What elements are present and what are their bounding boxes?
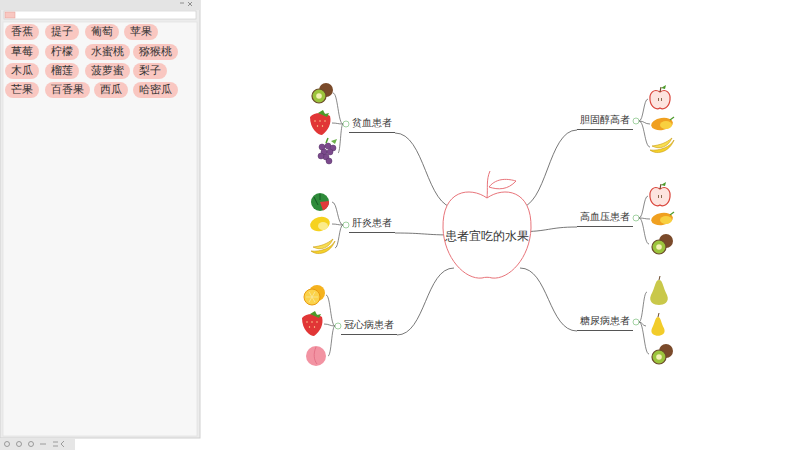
node-text: 草莓 <box>11 44 33 60</box>
branch-topic: 贫血患者 <box>349 111 395 133</box>
pear-icon <box>651 313 664 336</box>
pear-icon <box>650 276 668 305</box>
fruit-tag: 哈密瓜 <box>133 82 178 98</box>
node-text: 苹果 <box>130 24 152 40</box>
node-text: 西瓜 <box>100 82 122 98</box>
fruit-tag: 梨子 <box>133 63 167 79</box>
fruit-tag: 香蕉 <box>5 24 39 40</box>
node-text: 梨子 <box>139 63 161 79</box>
apple-icon <box>650 182 670 206</box>
node-text: 香蕉 <box>11 24 33 40</box>
branch-topic: 糖尿病患者 <box>577 309 633 331</box>
lemon-icon <box>309 215 332 234</box>
panel-titlebar <box>0 0 200 10</box>
kiwi-icon <box>652 344 673 364</box>
node-text: 水蜜桃 <box>91 44 124 60</box>
fruit-tag: 菠萝蜜 <box>85 63 130 79</box>
fruit-tag: 猕猴桃 <box>133 44 178 60</box>
fruit-tag: 水蜜桃 <box>85 44 130 60</box>
collapse-marker <box>633 215 639 221</box>
watermelon-icon <box>311 193 329 211</box>
branch-topic: 肝炎患者 <box>349 211 395 233</box>
kiwi-icon <box>652 234 673 254</box>
node-text: 芒果 <box>11 82 33 98</box>
grapes-icon <box>318 138 337 164</box>
toolbar <box>0 438 75 450</box>
fruit-tag: 西瓜 <box>94 82 128 98</box>
toolbar-icons <box>5 441 65 447</box>
node-text: 木瓜 <box>11 63 33 79</box>
fruit-tag: 葡萄 <box>85 24 119 40</box>
color-swatch <box>5 12 15 18</box>
fruit-tag: 芒果 <box>5 82 39 98</box>
branch-connector <box>397 268 454 335</box>
node-text: 榴莲 <box>51 63 73 79</box>
node-text: 贫血患者 <box>352 117 392 128</box>
apple-outline <box>440 168 534 280</box>
node-text: 肝炎患者 <box>352 217 392 228</box>
branch-topic: 冠心病患者 <box>341 313 397 335</box>
mango-icon <box>650 117 674 132</box>
branch-topic: 胆固醇高者 <box>577 108 633 130</box>
side-panel <box>0 0 200 438</box>
node-text: 柠檬 <box>51 44 73 60</box>
fruit-tag: 榴莲 <box>45 63 79 79</box>
branch-connector <box>520 268 577 331</box>
node-text: 胆固醇高者 <box>580 114 630 125</box>
collapse-marker <box>633 319 639 325</box>
fruit-leaders <box>324 93 650 356</box>
branch-connector <box>395 133 456 208</box>
fruit-tag: 木瓜 <box>5 63 39 79</box>
apple-icon <box>650 85 670 109</box>
branch-topic: 高血压患者 <box>577 205 633 227</box>
mango-icon <box>650 212 674 227</box>
banana-icon <box>311 239 335 254</box>
fruit-tag: 苹果 <box>124 24 158 40</box>
central-topic: 患者宜吃的水果 <box>440 168 534 280</box>
strawberry-icon <box>302 311 323 336</box>
node-text: 高血压患者 <box>580 211 630 222</box>
banana-icon <box>650 138 674 153</box>
peach-icon <box>306 346 326 366</box>
kiwi-icon <box>312 83 333 103</box>
node-text: 患者宜吃的水果 <box>440 229 534 244</box>
node-text: 菠萝蜜 <box>91 63 124 79</box>
node-text: 哈密瓜 <box>139 82 172 98</box>
fruit-tag: 提子 <box>45 24 79 40</box>
collapse-marker <box>633 118 639 124</box>
node-text: 冠心病患者 <box>344 319 394 330</box>
node-text: 提子 <box>51 24 73 40</box>
fruit-tag: 百香果 <box>45 82 90 98</box>
branch-connector <box>518 130 577 208</box>
fruit-tag: 草莓 <box>5 44 39 60</box>
search-box <box>4 11 196 19</box>
node-text: 猕猴桃 <box>139 44 172 60</box>
tag-area <box>3 22 197 436</box>
fruit-tag: 柠檬 <box>45 44 79 60</box>
strawberry-icon <box>310 110 331 135</box>
node-text: 糖尿病患者 <box>580 315 630 326</box>
panel-buttons <box>180 2 192 6</box>
node-text: 百香果 <box>51 82 84 98</box>
node-text: 葡萄 <box>91 24 113 40</box>
orange-icon <box>304 285 325 305</box>
